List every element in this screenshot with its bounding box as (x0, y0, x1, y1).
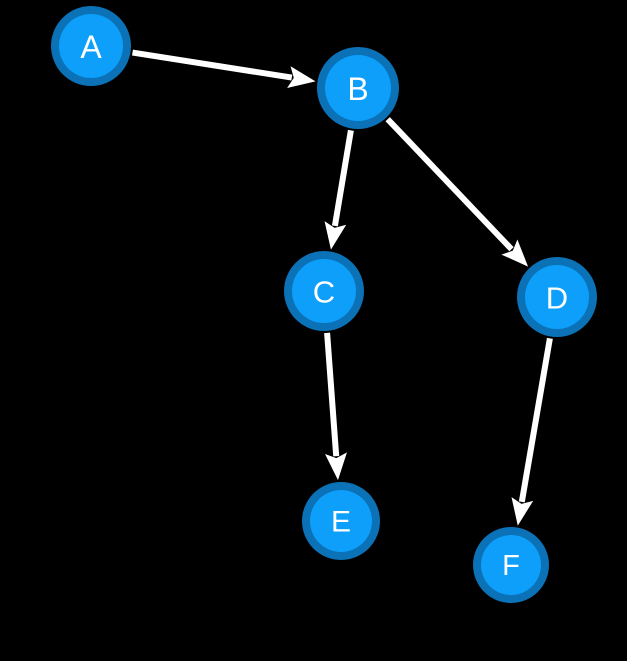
node-fill (325, 55, 391, 121)
edge-arrowhead-icon (287, 66, 316, 88)
node-fill (481, 535, 541, 595)
graph-node-b[interactable]: B (317, 47, 399, 129)
graph-node-f[interactable]: F (473, 527, 549, 603)
node-label: D (546, 281, 568, 316)
edge-arrowhead-icon (325, 452, 347, 481)
edge-arrowhead-icon (501, 239, 529, 267)
edge-line (331, 129, 354, 227)
edge-line (324, 332, 340, 457)
edge-arrowhead-icon (324, 221, 347, 250)
node-label: B (347, 71, 368, 107)
node-label: E (331, 506, 351, 539)
graph-edge-d-f[interactable] (511, 337, 553, 526)
edges-layer (132, 49, 553, 526)
node-label: A (80, 29, 102, 65)
node-fill (292, 259, 356, 323)
graph-edge-c-e[interactable] (324, 332, 347, 481)
graph-node-d[interactable]: D (517, 257, 597, 337)
edge-line (518, 337, 553, 503)
edge-line (385, 117, 514, 252)
graph-edge-b-c[interactable] (324, 129, 354, 250)
graph-edge-b-d[interactable] (385, 117, 529, 267)
graph-node-e[interactable]: E (302, 482, 380, 560)
node-label: C (313, 275, 335, 310)
graph-node-a[interactable]: A (51, 6, 131, 86)
graph-edge-a-b[interactable] (132, 49, 316, 88)
edge-arrowhead-icon (511, 497, 534, 526)
edge-line (132, 49, 293, 81)
node-fill (310, 490, 372, 552)
nodes-layer: A B C D E F (51, 6, 597, 603)
node-label: F (502, 550, 520, 582)
graph-node-c[interactable]: C (284, 251, 364, 331)
node-fill (525, 265, 589, 329)
node-fill (59, 14, 123, 78)
